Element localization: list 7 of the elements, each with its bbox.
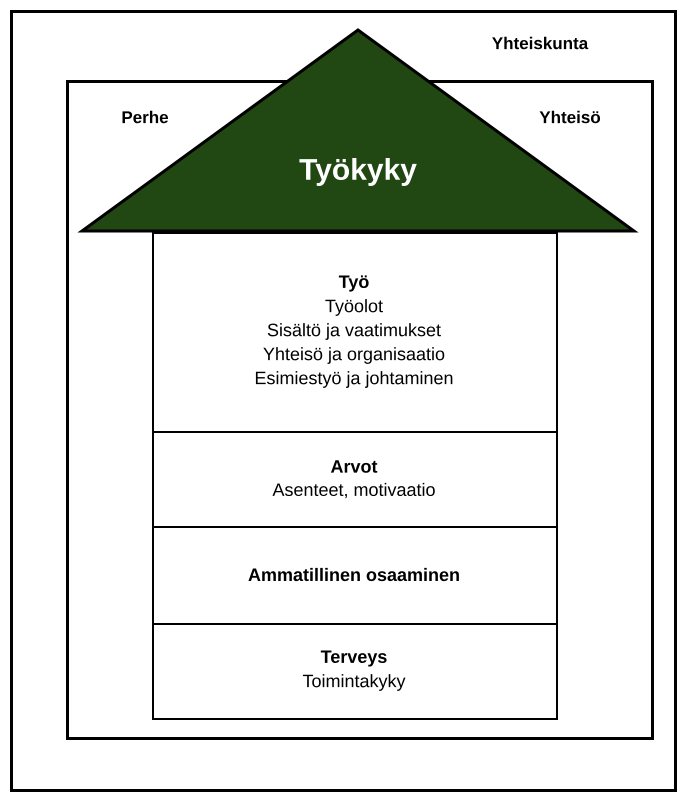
frame-label: Perhe (122, 110, 168, 124)
floor-box: Arvot Asenteet, motivaatio (152, 431, 558, 528)
floor-box: Ammatillinen osaaminen (152, 526, 558, 625)
frame-label: Yhteisö (540, 110, 600, 124)
frame-label: Yhteiskunta (492, 36, 588, 50)
floor-box: Työ Työolot Sisältö ja vaatimukset Yhteisö ja organisaatio Esimiestyö ja johtaminen (152, 232, 558, 433)
floor-box: Terveys Toimintakyky (152, 623, 558, 720)
